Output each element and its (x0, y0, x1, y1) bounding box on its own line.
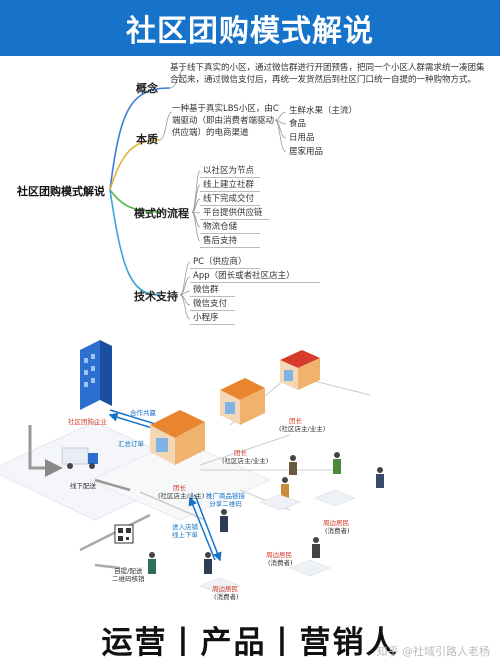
branch-concept-label: 概念 (136, 82, 158, 95)
label-leader: 团长 (234, 449, 247, 457)
label-leader-sub: (社区店主/业主) (158, 492, 205, 500)
label-leader: 团长 (289, 417, 302, 425)
essence-text-2: 端驱动（即由消费者端驱动 (172, 116, 275, 126)
connector-essence (109, 139, 161, 191)
flow-item: 平台提供供应链 (203, 208, 263, 218)
label-enter-1: 进入店铺 (172, 523, 198, 531)
label-resident: 周边居民 (212, 585, 238, 593)
flow-item: 物流仓储 (203, 222, 238, 232)
label-offline-delivery: 线下配送 (70, 482, 96, 490)
building-icon (80, 340, 112, 410)
label-cooperation: 合作共赢 (130, 409, 156, 417)
page-title: 社区团购模式解说 (126, 14, 374, 49)
branch-essence-label: 本质 (136, 133, 158, 146)
label-resident-sub: (消费者) (268, 559, 293, 567)
flow-item: 线下完成交付 (203, 194, 255, 204)
shop-icon (150, 410, 205, 465)
label-leader-sub: (社区店主/业主) (222, 457, 269, 465)
connector-concept (109, 87, 171, 191)
footer-text: 运营丨产品丨营销人 (101, 625, 399, 661)
label-pickup-2: 二维码核销 (112, 575, 145, 583)
label-resident-sub: (消费者) (214, 593, 239, 601)
label-resident-sub: (消费者) (325, 527, 350, 535)
essence-item: 生鲜水果（主流） (289, 106, 358, 116)
label-promo: 推广商品链接 分享二维码 (206, 492, 245, 508)
label-resident: 周边居民 (266, 551, 292, 559)
branch-flow-label: 模式的流程 (134, 207, 189, 220)
label-summary-order: 汇总订单 (118, 440, 144, 448)
label-enterprise: 社区团购企业 (68, 418, 107, 426)
label-pickup-1: 自提/配送 (114, 567, 143, 575)
label-enter-2: 线上下单 (172, 531, 198, 539)
label-resident: 周边居民 (323, 519, 349, 527)
flow-item: 线上建立社群 (203, 180, 255, 190)
qr-code-icon (114, 524, 134, 544)
person-icon (148, 452, 384, 574)
essence-item: 日用品 (289, 133, 315, 143)
mindmap-root: 社区团购模式解说 (17, 185, 105, 198)
footer: 运营丨产品丨营销人 知乎 @社域引路人老杨 (0, 612, 500, 667)
shop-icon (280, 350, 320, 390)
tech-item: 微信支付 (193, 299, 228, 309)
label-pickup: 自提/配送 二维码核销 (112, 567, 145, 583)
tech-item: PC（供应商） (193, 257, 247, 267)
label-leader: 团长 (173, 484, 186, 492)
label-leader-sub: (社区店主/业主) (279, 425, 326, 433)
label-enter: 进入店铺 线上下单 (172, 523, 198, 539)
flow-illustration (0, 340, 384, 595)
essence-item: 居家用品 (289, 147, 324, 157)
label-promo-1: 推广商品链接 (206, 492, 245, 500)
tech-item: 小程序 (193, 313, 219, 323)
arrow-promo (194, 494, 222, 562)
concept-text-1: 基于线下真实的小区，通过微信群进行开团预售，把同一个小区人群需求统一凑团集 (170, 63, 485, 73)
flow-item: 售后支持 (203, 236, 238, 246)
title-banner: 社区团购模式解说 (0, 0, 500, 56)
essence-item: 食品 (289, 119, 307, 129)
label-promo-2: 分享二维码 (209, 500, 242, 508)
shop-icon (220, 378, 265, 425)
tech-item: App（团长或者社区店主） (193, 271, 295, 281)
branch-tech-label: 技术支持 (134, 290, 178, 303)
connector-tech (109, 189, 161, 296)
concept-text-2: 合起来，通过微信支付后，再统一发货然后到社区门口统一自提的一种购物方式。 (170, 75, 477, 85)
flow-item: 以社区为节点 (203, 166, 255, 176)
connector-flow (109, 189, 166, 213)
tech-item: 微信群 (193, 285, 219, 295)
essence-text-3: 供应端）的电商渠道 (172, 128, 249, 138)
essence-text-1: 一种基于真实LBS小区，由C (172, 104, 279, 114)
watermark: 知乎 @社域引路人老杨 (376, 645, 491, 658)
mindmap-connectors (109, 69, 287, 320)
truck-icon (61, 447, 98, 469)
